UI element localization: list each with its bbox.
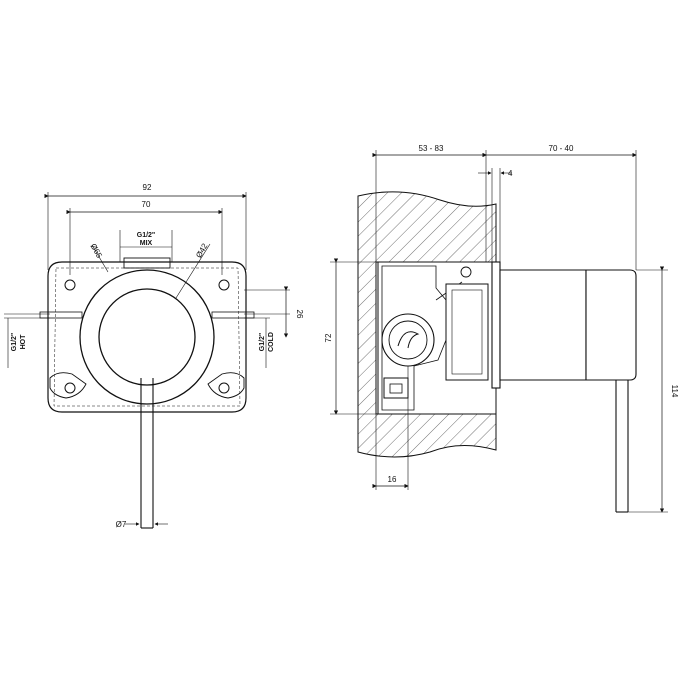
- plate-inner-outline: [53, 267, 241, 407]
- label-width-holes: 70: [142, 200, 151, 209]
- bracket-bottom-right: [207, 372, 245, 399]
- valve-body-outline: [381, 265, 447, 411]
- bracket-bottom-left: [49, 372, 87, 399]
- cold-pipe: [211, 311, 255, 319]
- cover-plate: [491, 261, 501, 389]
- flange-inner: [451, 289, 483, 375]
- hot-pipe: [39, 311, 83, 319]
- label-lever-diameter: Ø7: [116, 520, 127, 529]
- label-depth-range: 53 - 83: [419, 144, 444, 153]
- cartridge-symbol: [397, 331, 420, 349]
- square-port: [383, 377, 409, 399]
- label-plate-thickness: 4: [508, 169, 513, 178]
- front-view: [4, 192, 290, 529]
- label-body-height: 72: [324, 333, 333, 342]
- label-projection-range: 70 - 40: [549, 144, 574, 153]
- label-mix-size: G1/2": [137, 232, 156, 239]
- square-port-inner: [389, 383, 403, 394]
- cartridge-inner: [388, 320, 428, 360]
- label-diameter-42: Ø42: [194, 241, 210, 259]
- inner-plate: [98, 288, 196, 386]
- label-hot-size: G1/2": [11, 333, 18, 352]
- label-cold: COLD: [268, 332, 275, 352]
- label-width-overall: 92: [143, 183, 152, 192]
- outer-ring: [79, 269, 215, 405]
- flange-body: [445, 283, 489, 381]
- label-mix: MIX: [140, 240, 153, 247]
- leader-42: [175, 243, 211, 299]
- side-view: [330, 150, 668, 513]
- screw-hole-top-left: [64, 279, 76, 291]
- screw-hole-bottom-left: [64, 382, 76, 394]
- label-diameter-65: Ø65: [88, 242, 104, 260]
- label-cold-size: G1/2": [259, 333, 266, 352]
- mix-nozzle: [123, 257, 171, 269]
- label-bottom-offset: 16: [388, 475, 397, 484]
- label-offset-26: 26: [295, 310, 304, 319]
- label-hot: HOT: [20, 334, 27, 350]
- screw-hole-top-right: [218, 279, 230, 291]
- leader-65: [91, 244, 109, 273]
- handle-body: [499, 269, 587, 381]
- top-knob: [460, 266, 472, 278]
- handle-end: [585, 269, 637, 381]
- label-total-height: 114: [670, 385, 679, 398]
- mounting-plate: [47, 261, 247, 413]
- screw-hole-bottom-right: [218, 382, 230, 394]
